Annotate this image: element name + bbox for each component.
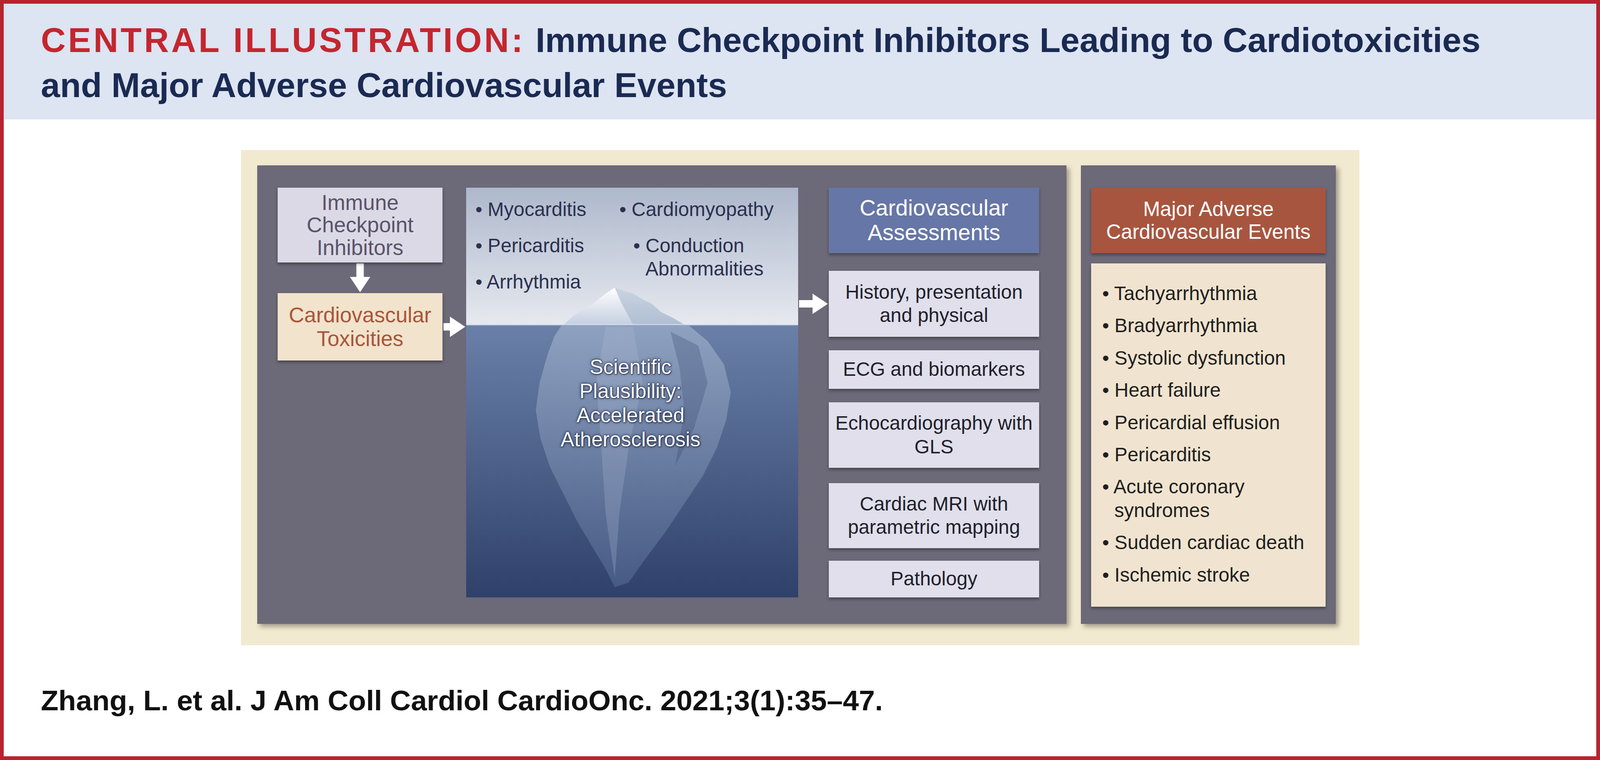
water: [466, 324, 799, 598]
event-item: • Ischemic stroke: [1102, 563, 1318, 587]
box-label: ECG and biomarkers: [842, 357, 1025, 381]
flow-arrow: [356, 263, 365, 277]
assessment-box: ECG and biomarkers: [828, 350, 1040, 389]
hidden-mechanism: Scientific Plausibility: Accelerated Ath…: [551, 354, 710, 452]
event-item: • Acute coronary syndromes: [1102, 474, 1318, 522]
assessment-box: History, presentation and physical: [828, 270, 1040, 337]
caption: Zhang, L. et al. J Am Coll Cardiol Cardi…: [40, 683, 883, 717]
assessment-header: Cardiovascular Assessments: [828, 187, 1040, 254]
events-header: Major Adverse Cardiovascular Events: [1091, 187, 1326, 254]
box-label: Major Adverse Cardiovascular Events: [1096, 197, 1321, 243]
box-label: Cardiovascular Toxicities: [283, 303, 437, 351]
heading: CENTRAL ILLUSTRATION:Immune Checkpoint I…: [40, 17, 1550, 108]
heading-kicker: CENTRAL ILLUSTRATION:: [40, 20, 526, 60]
flow-arrow: [443, 323, 450, 331]
citation-caption: Zhang, L. et al. J Am Coll Cardiol Cardi…: [40, 683, 883, 716]
event-item: • Pericarditis: [1102, 442, 1318, 467]
toxicity-item: • Pericarditis: [475, 234, 623, 258]
tip-shade: [614, 287, 685, 325]
box-label: Immune Checkpoint Inhibitors: [283, 191, 437, 259]
submerged-ice: [535, 325, 731, 587]
box-label: Cardiovascular Assessments: [834, 195, 1034, 246]
toxicity-item: • Conduction Abnormalities: [633, 234, 807, 280]
event-item: • Pericardial effusion: [1102, 410, 1318, 435]
event-item: • Systolic dysfunction: [1102, 346, 1318, 370]
waterline: [466, 324, 799, 326]
events-list: • Tachyarrhythmia • Bradyarrhythmia • Syst…: [1091, 263, 1326, 607]
event-item: • Bradyarrhythmia: [1102, 313, 1318, 338]
assessment-box: Echocardiography with GLS: [828, 402, 1040, 468]
box-label: History, presentation and physical: [834, 280, 1034, 328]
event-item: • Heart failure: [1102, 378, 1318, 402]
box-label: Cardiac MRI with parametric mapping: [834, 492, 1034, 540]
box-label: Echocardiography with GLS: [834, 411, 1034, 459]
event-item: • Tachyarrhythmia: [1102, 281, 1318, 306]
toxicity-item: • Cardiomyopathy: [619, 197, 807, 222]
flow-arrow: [799, 299, 813, 308]
toxicity-item: • Myocarditis: [475, 197, 623, 222]
toxicity-item: • Arrhythmia: [475, 270, 609, 294]
box-label: Pathology: [890, 566, 978, 591]
toxicity-box: Cardiovascular Toxicities: [277, 292, 443, 361]
assessment-box: Cardiac MRI with parametric mapping: [828, 482, 1040, 548]
iceberg-tip: [563, 287, 685, 325]
assessment-box: Pathology: [828, 560, 1040, 598]
event-item: • Sudden cardiac death: [1102, 530, 1318, 554]
iceberg-panel: • Myocarditis• Cardiomyopathy• Pericardi…: [466, 187, 799, 598]
drug-box: Immune Checkpoint Inhibitors: [277, 187, 443, 263]
